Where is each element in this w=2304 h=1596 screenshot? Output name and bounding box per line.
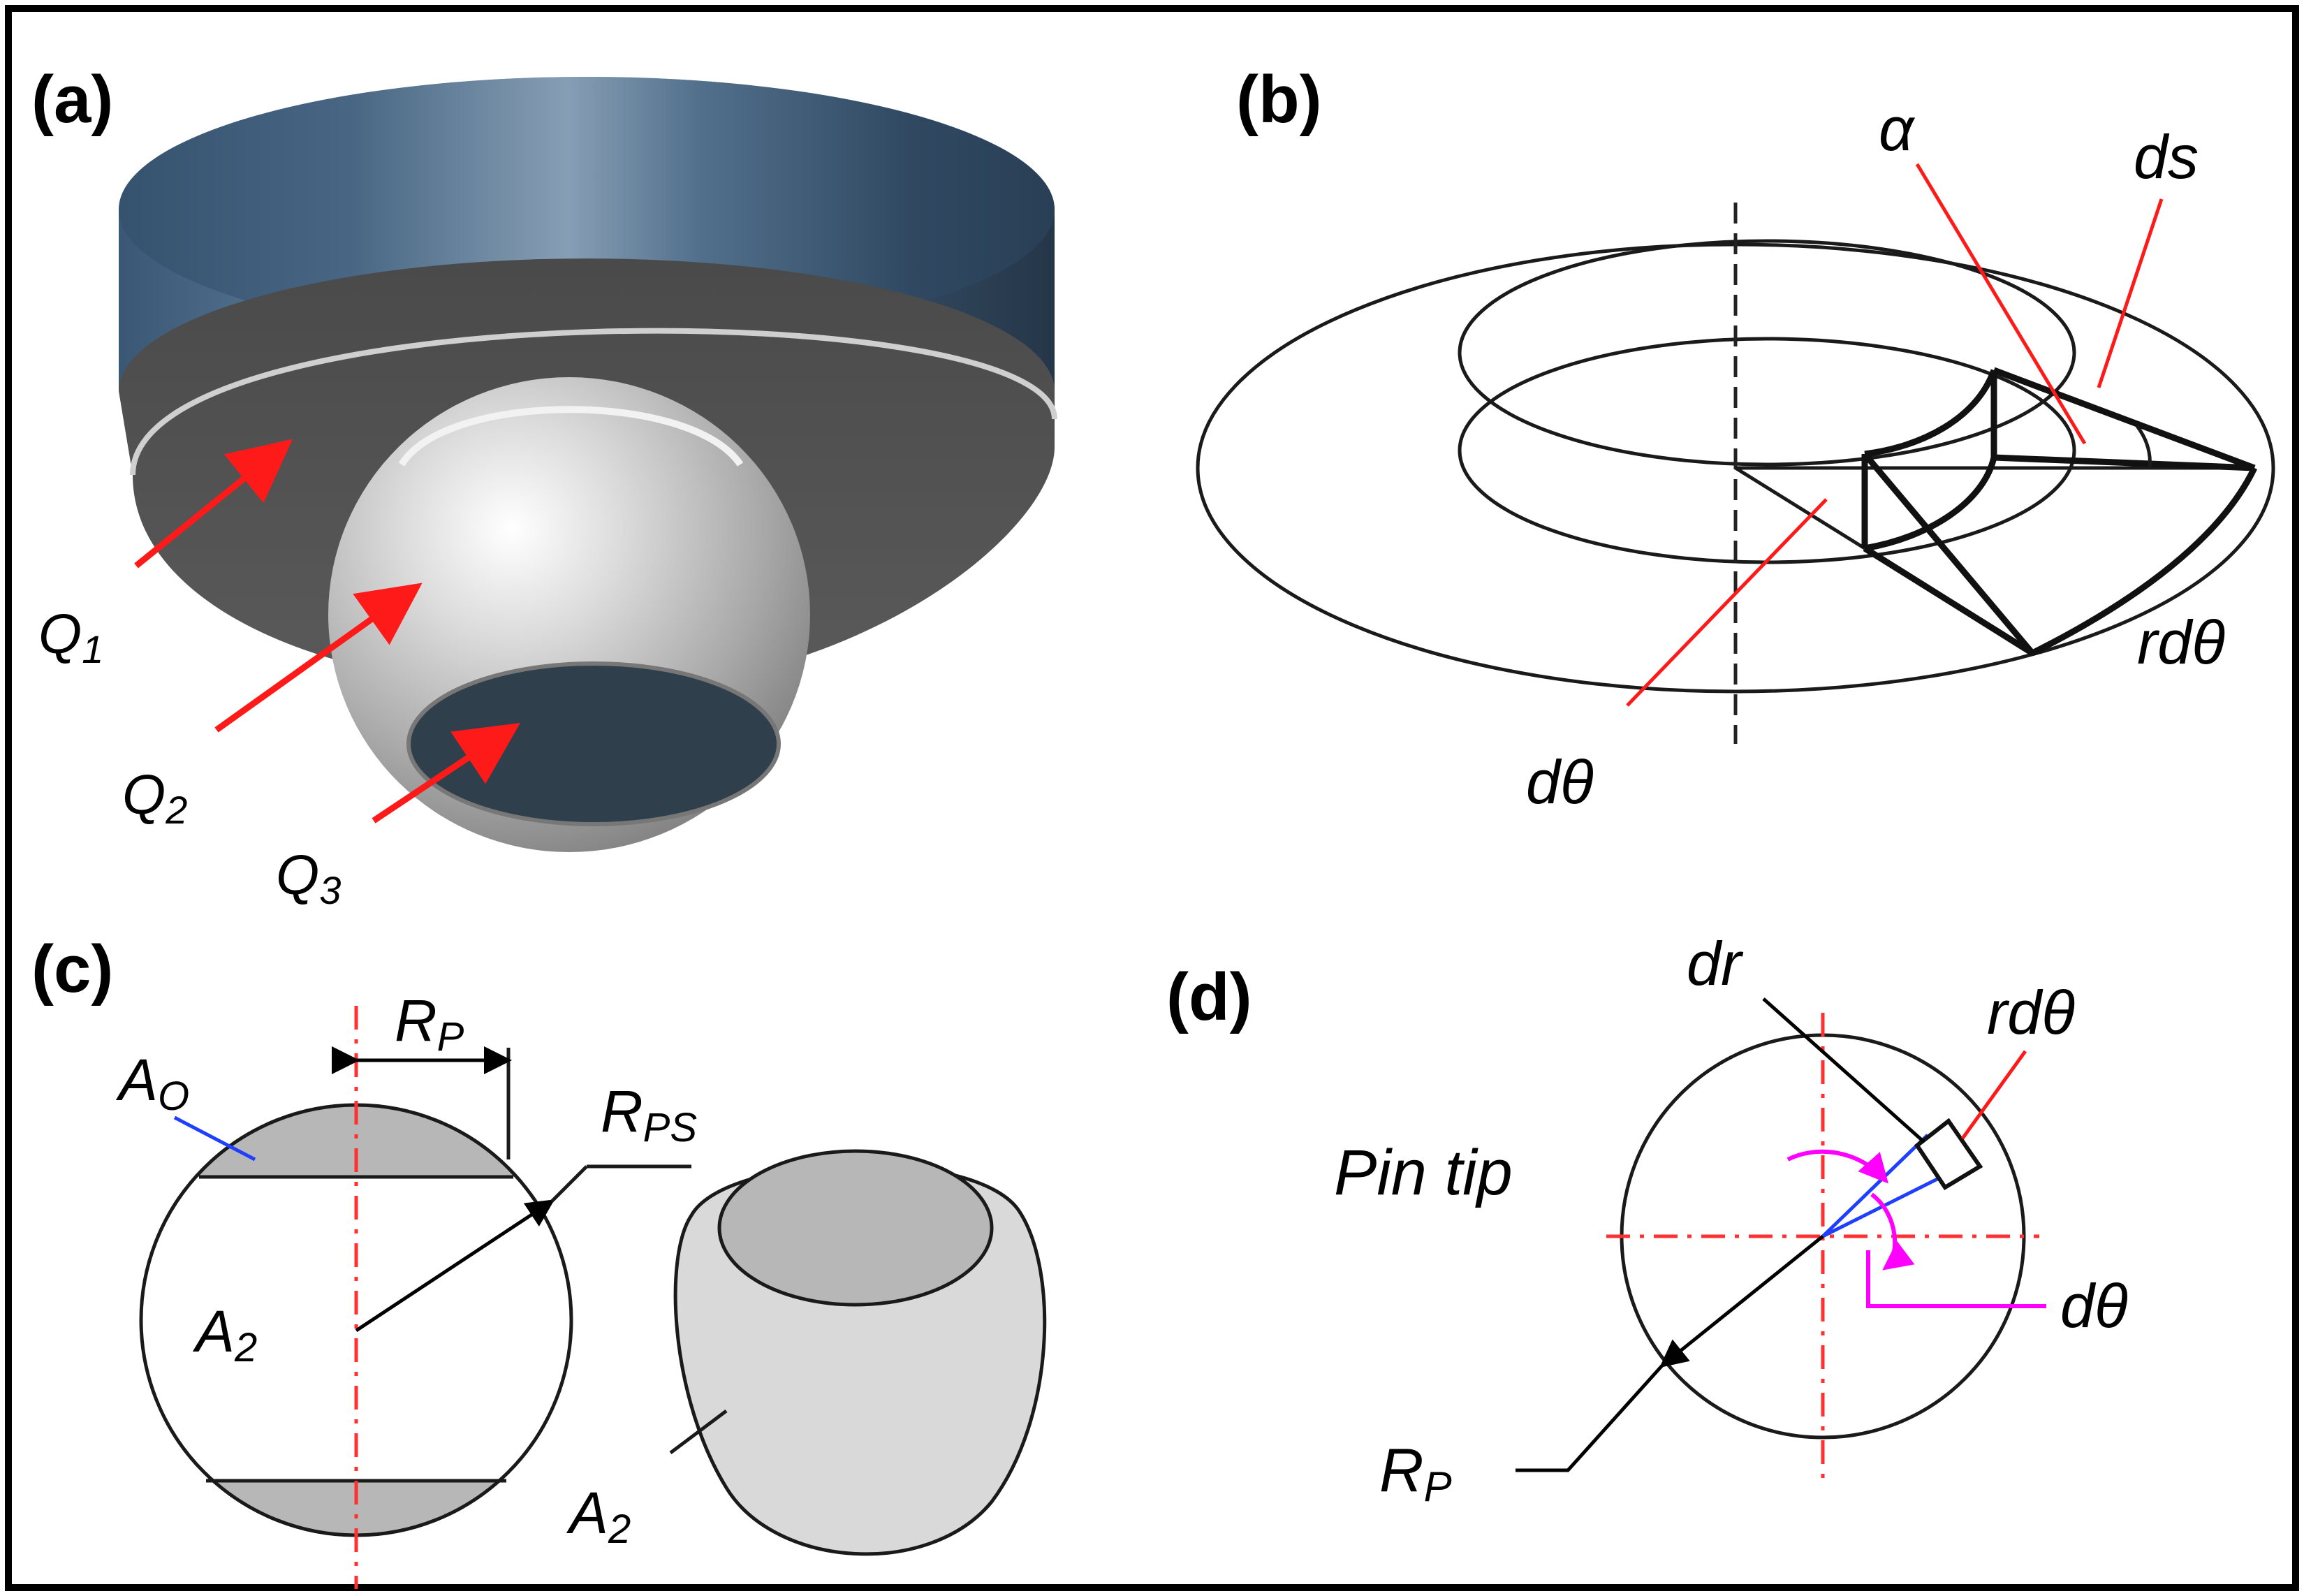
pin-3d-top-face — [717, 1149, 994, 1307]
inner-ring-top — [1458, 239, 2076, 467]
panel-d: (d) dr rdθ Pin tip dθ RP — [1166, 929, 2128, 1510]
q2-arrow — [214, 583, 423, 733]
ao-label: AO — [115, 1047, 189, 1119]
radial-line-2 — [1821, 1171, 1950, 1238]
panel-a-label: (a) — [31, 62, 113, 137]
pin-flat-bottom — [409, 664, 779, 824]
dtheta-label-b: dθ — [1526, 747, 1594, 817]
panel-c: (c) RP RPS AO A2 — [31, 932, 1047, 1589]
dr-leader — [1762, 997, 1925, 1143]
alpha-label: α — [1879, 94, 1916, 163]
rp-label-d: RP — [1379, 1435, 1452, 1510]
rdtheta-label-b: rdθ — [2137, 608, 2225, 677]
q3-label: Q3 — [276, 844, 341, 912]
panel-d-label: (d) — [1166, 960, 1252, 1034]
inner-ring-bottom — [1458, 337, 2076, 564]
ds-label: ds — [2134, 122, 2199, 191]
panel-b-label: (b) — [1236, 62, 1322, 137]
dtheta-label-d: dθ — [2060, 1271, 2128, 1340]
area-element — [1914, 1118, 1983, 1191]
a2-left-label: A2 — [192, 1298, 257, 1370]
rp-label-c: RP — [395, 988, 464, 1060]
pin-tip-label: Pin tip — [1334, 1137, 1513, 1208]
rdtheta-leader-d — [1960, 1050, 2027, 1140]
dtheta-leader — [1626, 498, 1828, 707]
ao-leader — [173, 1115, 256, 1162]
ds-leader — [2097, 198, 2164, 388]
a2-right-label: A2 — [566, 1480, 631, 1552]
panel-c-label: (c) — [31, 932, 113, 1006]
alpha-leader — [1915, 163, 2087, 445]
q1-label: Q1 — [38, 603, 103, 671]
spherical-pin — [328, 377, 810, 852]
volume-element — [1734, 367, 2258, 657]
pin-3d-view — [669, 1149, 1047, 1556]
dtheta-arc-lower — [1870, 1192, 1915, 1271]
q3-arrow — [372, 723, 520, 823]
dr-label: dr — [1687, 929, 1744, 998]
figure-border — [5, 5, 2299, 1591]
rps-leader — [355, 1199, 555, 1333]
rp-leader-d — [1659, 1235, 1824, 1368]
rdtheta-label-d: rdθ — [1987, 978, 2075, 1047]
panel-b: (b) α ds rdθ dθ — [1196, 62, 2275, 817]
panel-a: (a) Q1 Q2 Q3 — [31, 62, 1057, 912]
q1-arrow — [134, 439, 293, 569]
dtheta-leader-d — [1866, 1250, 2046, 1308]
q2-label: Q2 — [122, 763, 187, 832]
dtheta-arc-upper — [1786, 1149, 1888, 1184]
radial-line-1 — [1821, 1134, 1929, 1238]
rps-label: RPS — [601, 1078, 697, 1150]
